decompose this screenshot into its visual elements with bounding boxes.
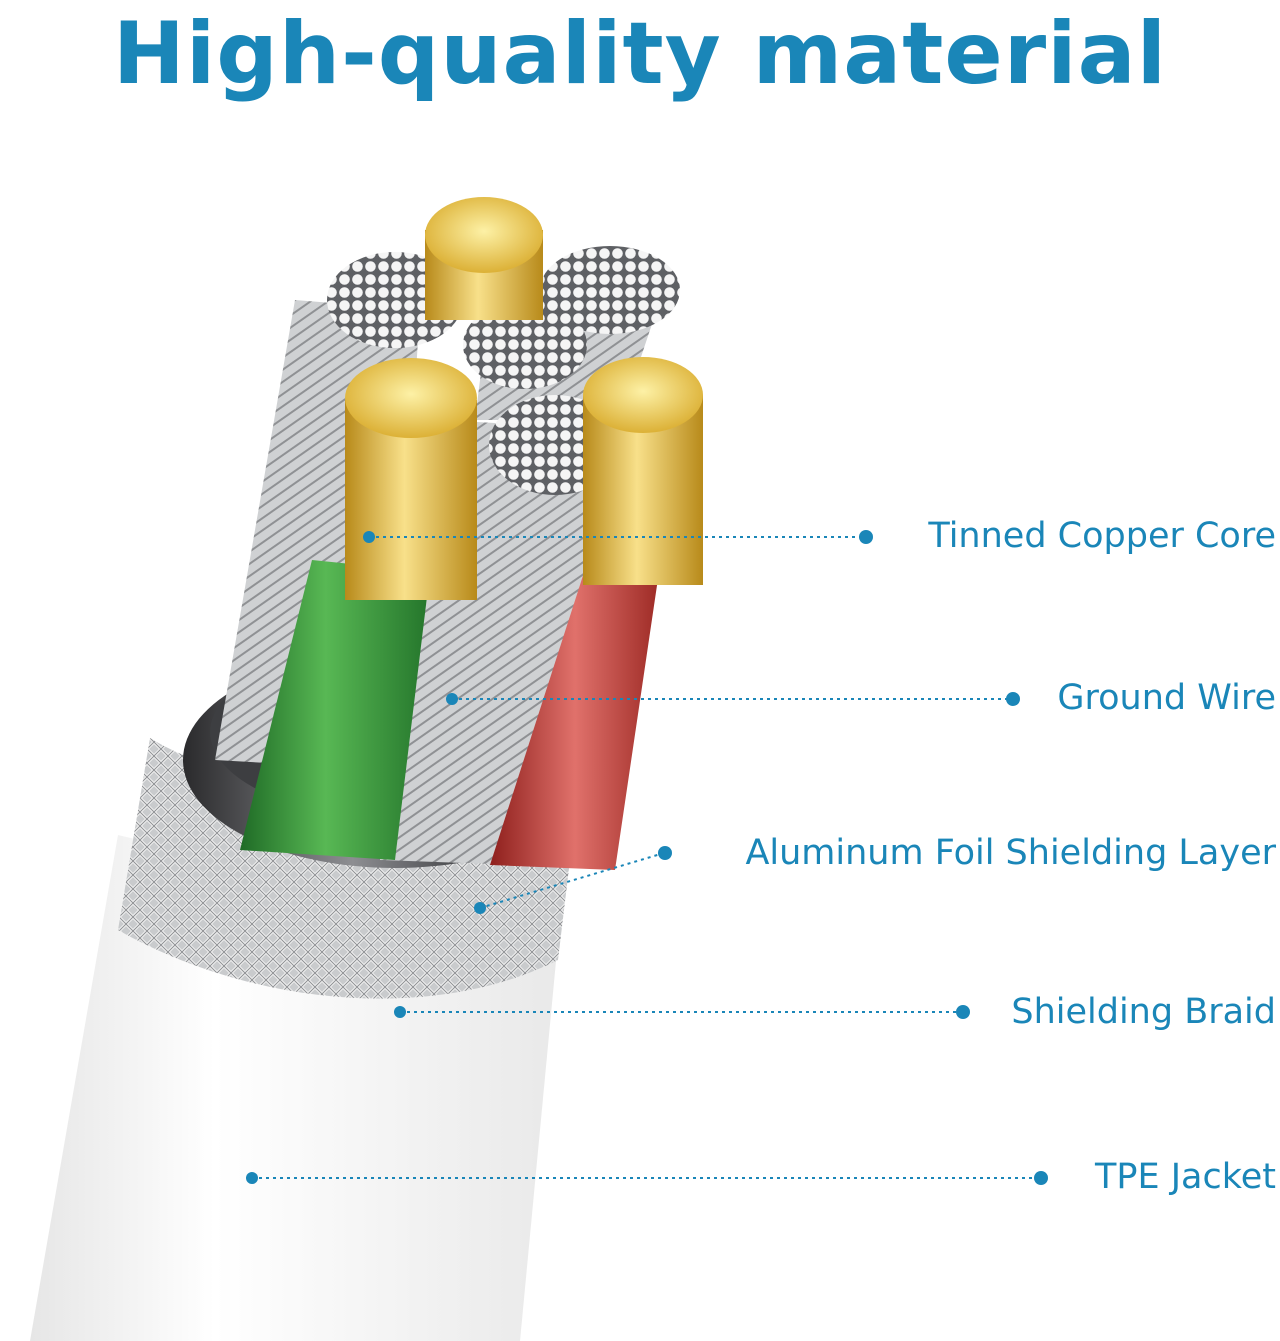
callout-shielding-braid: Shielding Braid bbox=[1011, 992, 1276, 1032]
marker-core-start bbox=[363, 531, 375, 543]
marker-braid-start bbox=[394, 1006, 406, 1018]
marker-core-end bbox=[859, 530, 873, 544]
marker-foil-start bbox=[474, 902, 486, 914]
marker-foil-end bbox=[658, 846, 672, 860]
callout-tpe-jacket: TPE Jacket bbox=[1094, 1157, 1276, 1197]
red-insulated-wire bbox=[490, 560, 660, 870]
marker-braid-end bbox=[956, 1005, 970, 1019]
marker-jacket-start bbox=[246, 1172, 258, 1184]
marker-ground-end bbox=[1006, 692, 1020, 706]
green-insulated-wire bbox=[240, 560, 430, 860]
callout-tinned-copper-core: Tinned Copper Core bbox=[928, 516, 1276, 556]
marker-jacket-end bbox=[1034, 1171, 1048, 1185]
callout-aluminum-foil-shielding-layer: Aluminum Foil Shielding Layer bbox=[745, 833, 1276, 873]
marker-ground-start bbox=[446, 693, 458, 705]
page-title: High-quality material bbox=[112, 4, 1168, 104]
callout-ground-wire: Ground Wire bbox=[1057, 678, 1276, 718]
